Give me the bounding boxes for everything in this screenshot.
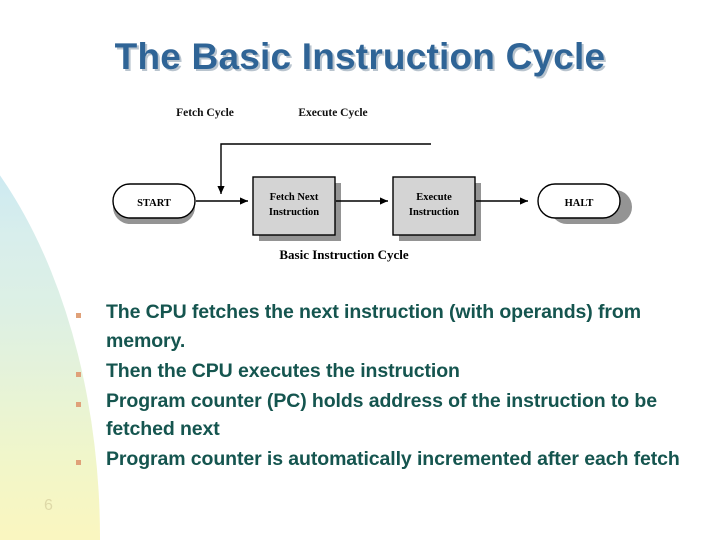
start-node-label: START (137, 198, 171, 209)
bullet-marker-icon (70, 387, 106, 409)
halt-node-label: HALT (565, 198, 594, 209)
execute-node-shape (392, 176, 476, 236)
start-node-shape (112, 183, 196, 219)
list-item-text: Program counter (PC) holds address of th… (106, 389, 657, 441)
list-item: Program counter is automatically increme… (70, 445, 695, 474)
execute-cycle-label: Execute Cycle (298, 107, 367, 119)
list-item: The CPU fetches the next instruction (wi… (70, 298, 695, 356)
execute-node-label-line2: Instruction (409, 207, 459, 218)
fetch-node-label-line1: Fetch Next (270, 192, 319, 203)
instruction-cycle-diagram: Fetch Cycle Execute Cycle START Fetch Ne… (100, 96, 660, 276)
halt-node-shape (537, 183, 621, 219)
bullet-marker-icon (70, 357, 106, 379)
feedback-loop-arrow (217, 143, 431, 194)
list-item-text: Then the CPU executes the instruction (106, 359, 460, 382)
bullet-marker-icon (70, 445, 106, 467)
list-item-text: The CPU fetches the next instruction (wi… (106, 301, 641, 352)
page-number: 6 (44, 497, 53, 514)
diagram-caption: Basic Instruction Cycle (279, 247, 409, 262)
fetch-cycle-label: Fetch Cycle (176, 107, 234, 119)
page-title: The Basic Instruction Cycle (114, 36, 606, 77)
bullet-list: The CPU fetches the next instruction (wi… (70, 298, 695, 475)
execute-node-label-line1: Execute (416, 192, 452, 203)
list-item: Program counter (PC) holds address of th… (70, 387, 695, 445)
list-item: Then the CPU executes the instruction (70, 357, 695, 386)
bullet-marker-icon (70, 298, 106, 320)
fetch-node-label-line2: Instruction (269, 207, 319, 218)
list-item-text: Program counter is automatically increme… (106, 448, 680, 471)
fetch-node-shape (252, 176, 336, 236)
